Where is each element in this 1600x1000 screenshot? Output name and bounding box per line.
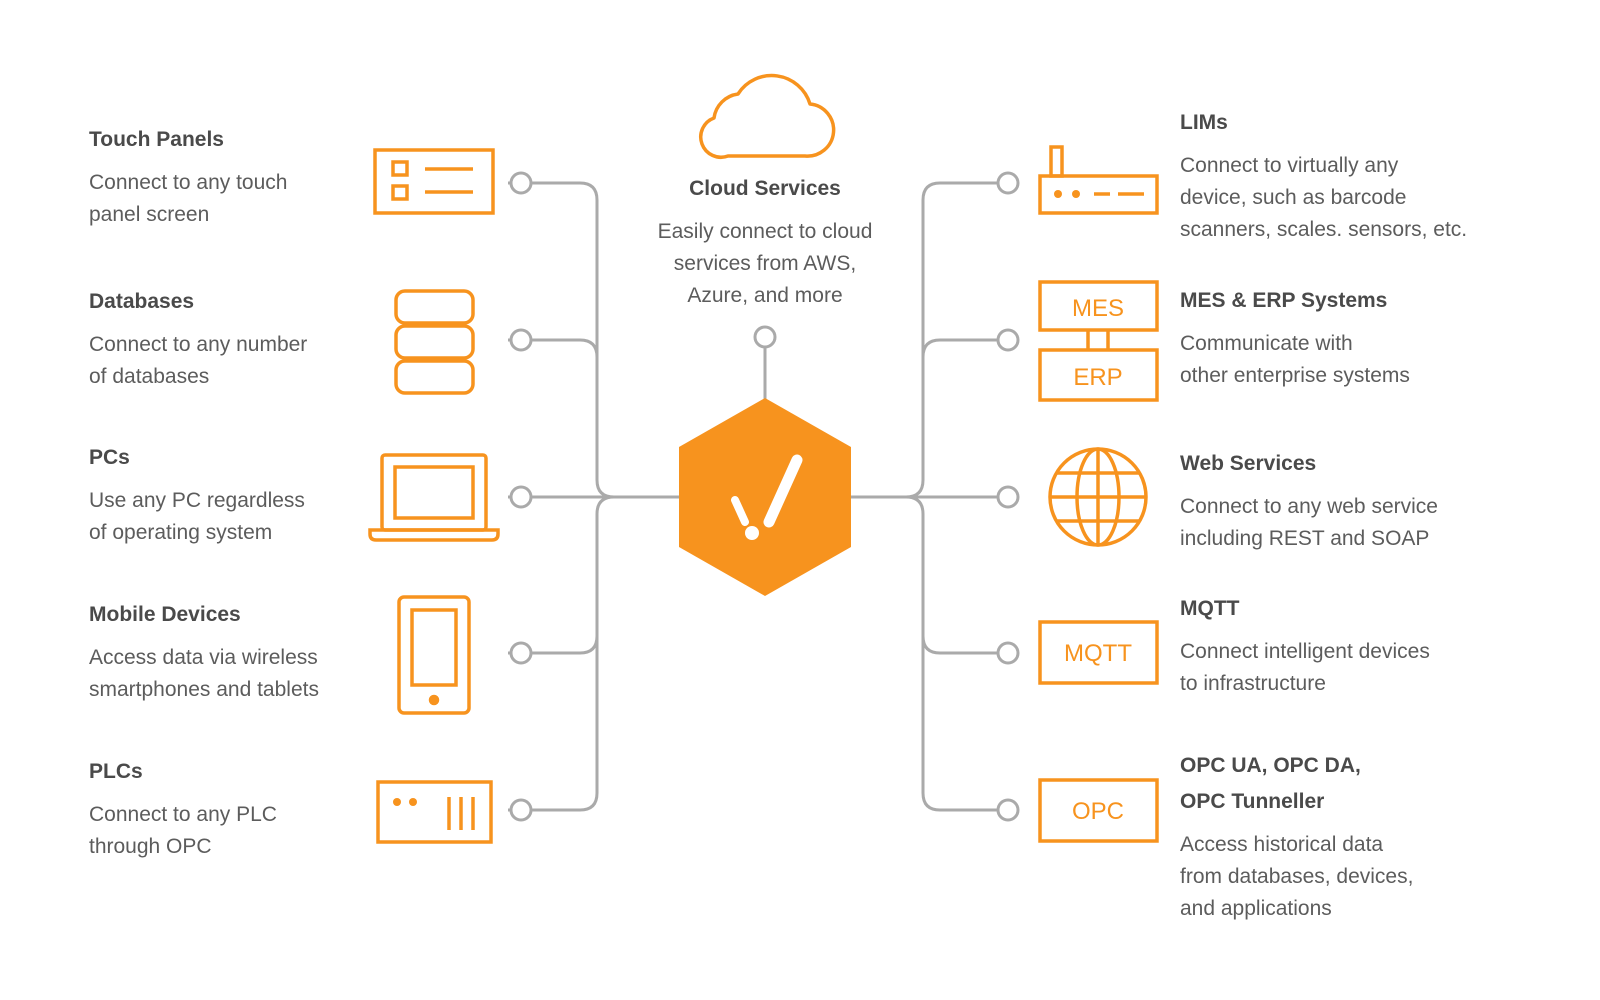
pcs-desc: Use any PC regardless of operating syste… xyxy=(89,485,305,549)
connector-nodes xyxy=(509,171,1020,822)
desc-line: Access historical data xyxy=(1180,833,1384,856)
lims-desc: Connect to virtually any device, such as… xyxy=(1180,150,1467,246)
plcs-desc: Connect to any PLC through OPC xyxy=(89,799,277,863)
opc-block: OPC UA, OPC DA, OPC Tunneller Access his… xyxy=(1180,753,1413,925)
node-web-services xyxy=(996,485,1020,509)
pcs-title: PCs xyxy=(89,446,130,469)
cloud-services-block: Cloud Services Easily connect to cloud s… xyxy=(620,176,910,312)
desc-line: panel screen xyxy=(89,203,210,226)
opc-label: OPC xyxy=(1072,798,1124,825)
globe-icon xyxy=(1048,447,1148,547)
cloud-services-title: Cloud Services xyxy=(689,177,841,200)
mobile-devices-desc: Access data via wireless smartphones and… xyxy=(89,642,319,706)
desc-line: Connect intelligent devices xyxy=(1180,640,1430,663)
node-mes-erp xyxy=(996,328,1020,352)
connector-mqtt xyxy=(905,495,1008,655)
connector-databases xyxy=(508,338,599,480)
router-icon xyxy=(1038,145,1159,215)
mqtt-icon: MQTT xyxy=(1038,620,1159,685)
mqtt-label: MQTT xyxy=(1064,640,1132,667)
node-mobile-devices xyxy=(509,641,533,665)
connector-mes-erp xyxy=(921,338,1008,480)
databases-desc: Connect to any number of databases xyxy=(89,329,307,393)
cloud-icon xyxy=(699,73,836,159)
opc-title: OPC UA, OPC DA, OPC Tunneller xyxy=(1180,753,1413,815)
touch-panels-desc: Connect to any touch panel screen xyxy=(89,167,287,231)
desc-line: smartphones and tablets xyxy=(89,678,319,701)
cloud-services-desc: Easily connect to cloud services from AW… xyxy=(620,216,910,312)
desc-line: Connect to any web service xyxy=(1180,495,1438,518)
desc-line: of operating system xyxy=(89,521,273,544)
mobile-devices-title: Mobile Devices xyxy=(89,603,241,626)
connector-opc xyxy=(921,514,1008,812)
web-services-title: Web Services xyxy=(1180,452,1317,475)
desc-line: other enterprise systems xyxy=(1180,364,1410,387)
node-databases xyxy=(509,328,533,352)
desc-line: of databases xyxy=(89,365,210,388)
lims-block: LIMs Connect to virtually any device, su… xyxy=(1180,110,1467,246)
web-services-block: Web Services Connect to any web service … xyxy=(1180,451,1438,555)
plcs-block: PLCs Connect to any PLC through OPC xyxy=(89,759,277,863)
desc-line: and applications xyxy=(1180,897,1332,920)
mqtt-title: MQTT xyxy=(1180,597,1240,620)
databases-title: Databases xyxy=(89,290,195,313)
web-services-desc: Connect to any web service including RES… xyxy=(1180,491,1438,555)
lims-title: LIMs xyxy=(1180,111,1228,134)
desc-line: services from AWS, xyxy=(673,252,857,275)
mes-label: MES xyxy=(1072,295,1124,322)
laptop-icon xyxy=(368,453,500,542)
node-pcs xyxy=(509,485,533,509)
desc-line: Connect to any number xyxy=(89,333,308,356)
node-mqtt xyxy=(996,641,1020,665)
touch-panels-block: Touch Panels Connect to any touch panel … xyxy=(89,127,287,231)
mqtt-desc: Connect intelligent devices to infrastru… xyxy=(1180,636,1430,700)
opc-icon: OPC xyxy=(1038,778,1159,843)
mes-erp-icon: MES ERP xyxy=(1038,280,1159,402)
pcs-block: PCs Use any PC regardless of operating s… xyxy=(89,445,305,549)
node-opc xyxy=(996,798,1020,822)
desc-line: from databases, devices, xyxy=(1180,865,1414,888)
connector-lines xyxy=(508,181,1008,812)
touch-panels-title: Touch Panels xyxy=(89,128,224,151)
desc-line: Use any PC regardless xyxy=(89,489,305,512)
opc-desc: Access historical data from databases, d… xyxy=(1180,829,1413,925)
exclamation-hexagon-icon xyxy=(679,398,851,596)
desc-line: Connect to virtually any xyxy=(1180,154,1399,177)
desc-line: device, such as barcode xyxy=(1180,186,1407,209)
desc-line: including REST and SOAP xyxy=(1180,527,1430,550)
mes-erp-desc: Communicate with other enterprise system… xyxy=(1180,328,1410,392)
databases-block: Databases Connect to any number of datab… xyxy=(89,289,307,393)
mobile-device-icon xyxy=(397,595,471,715)
connector-plcs xyxy=(508,514,599,812)
desc-line: through OPC xyxy=(89,835,212,858)
mqtt-block: MQTT Connect intelligent devices to infr… xyxy=(1180,596,1430,700)
desc-line: Connect to any touch xyxy=(89,171,288,194)
desc-line: Connect to any PLC xyxy=(89,803,277,826)
node-plcs xyxy=(509,798,533,822)
desc-line: Easily connect to cloud xyxy=(657,220,873,243)
touch-panel-icon xyxy=(373,148,495,215)
desc-line: Access data via wireless xyxy=(89,646,318,669)
desc-line: to infrastructure xyxy=(1180,672,1326,695)
mes-erp-title: MES & ERP Systems xyxy=(1180,289,1388,312)
desc-line: Azure, and more xyxy=(687,284,843,307)
title-line: OPC Tunneller xyxy=(1180,790,1325,813)
database-icon xyxy=(394,289,475,395)
title-line: OPC UA, OPC DA, xyxy=(1180,754,1361,777)
node-lims xyxy=(996,171,1020,195)
mobile-devices-block: Mobile Devices Access data via wireless … xyxy=(89,602,319,706)
node-touch-panels xyxy=(509,171,533,195)
desc-line: Communicate with xyxy=(1180,332,1353,355)
erp-label: ERP xyxy=(1073,364,1122,391)
mes-erp-block: MES & ERP Systems Communicate with other… xyxy=(1180,288,1410,392)
desc-line: scanners, scales. sensors, etc. xyxy=(1180,218,1468,241)
node-cloud xyxy=(753,325,777,349)
plcs-title: PLCs xyxy=(89,760,143,783)
plc-icon xyxy=(376,780,493,844)
